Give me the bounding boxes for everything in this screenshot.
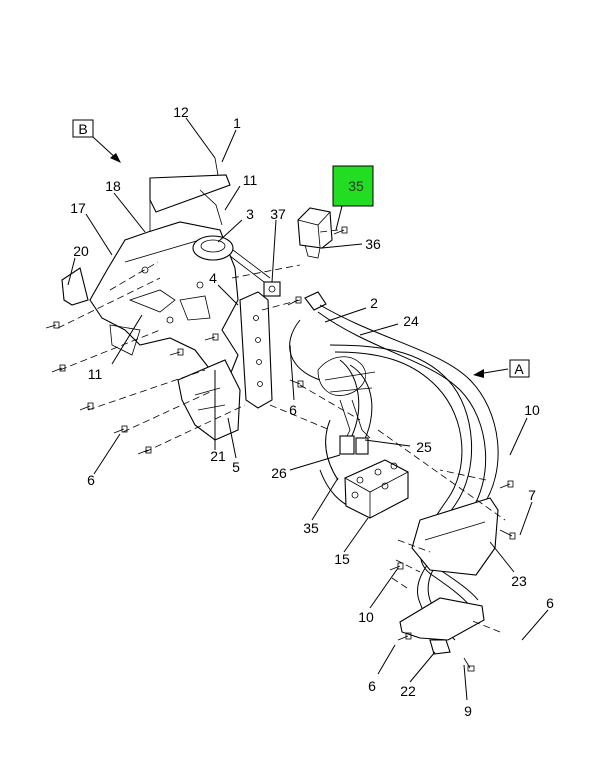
view-marker-a: A [473,359,530,378]
svg-text:35: 35 [348,178,364,194]
view-marker-b: B [72,119,121,163]
control-unit [344,459,409,519]
callout-17: 20 [73,243,89,259]
callout-6-mid: 6 [289,402,297,418]
valve-body [297,207,333,259]
callout-6-bottom: 6 [368,678,376,694]
callout-16: 17 [70,200,86,216]
callout-5: 5 [232,459,240,475]
callout-20: 22 [400,683,416,699]
highlight-callout-35[interactable]: 35 [332,165,374,207]
callout-36: 36 [365,236,381,252]
callout-6-left: 6 [87,472,95,488]
svg-text:A: A [514,361,524,377]
callout-3: 3 [246,206,254,222]
solenoid [263,281,281,297]
callout-26: 35 [303,520,319,536]
callout-12: 12 [173,104,189,120]
cross-brace [149,157,231,232]
callout-23: 25 [416,439,432,455]
callout-15: 15 [334,551,350,567]
callout-1: 1 [233,115,241,131]
callout-11-top: 11 [243,172,258,188]
callout-25: 26 [271,465,287,481]
wire-harness [317,356,376,455]
callout-22: 24 [403,313,419,329]
lower-bracket-plate [177,359,241,441]
callout-10-right: 10 [524,402,540,418]
callout-4: 4 [209,270,217,286]
callout-2: 2 [370,295,378,311]
mounting-bracket [89,221,239,376]
svg-text:B: B [78,121,87,137]
callout-37: 37 [270,206,286,222]
vertical-rail [239,291,273,409]
bottom-plate [399,597,485,655]
callout-9: 7 [528,487,536,503]
connector-2 [304,291,327,311]
callout-10-bottom: 10 [358,609,374,625]
plate-17 [61,267,89,306]
callout-6-right: 6 [546,595,554,611]
callout-24: 21 [210,448,226,464]
bolts [45,226,516,672]
leader-lines [67,117,549,701]
callout-11-left: 11 [88,366,103,382]
callout-labels: 12 1 11 18 17 3 37 36 20 4 2 24 11 6 10 … [70,104,554,719]
callout-7: 9 [464,703,472,719]
pump-motor [192,235,271,286]
right-bracket [411,497,499,576]
callout-18: 18 [105,178,121,194]
callout-21: 23 [511,573,527,589]
